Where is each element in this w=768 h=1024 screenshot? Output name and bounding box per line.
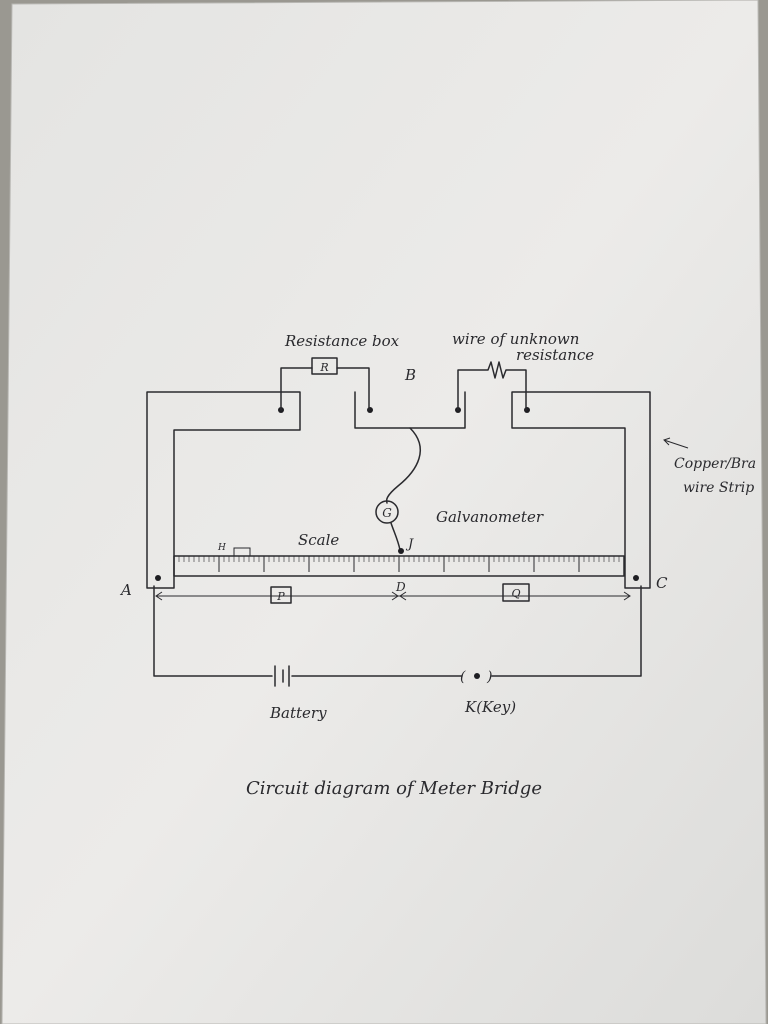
key-close-paren: ) [486, 669, 492, 685]
galvanometer-symbol [375, 500, 399, 524]
copper-strip-arrow [663, 437, 689, 449]
unknown-wire-label: wire of unknown [452, 330, 579, 348]
copper-strip-label: Copper/Bra [674, 456, 756, 472]
key-symbol [474, 673, 480, 679]
ratio-p-box [270, 586, 292, 604]
unknown-resistance-wire [457, 361, 527, 411]
ratio-p-label: P [276, 590, 285, 603]
resistance-box-wire [280, 367, 370, 411]
galvanometer-symbol-label: G [382, 506, 392, 520]
point-b-label: B [404, 366, 416, 384]
galvanometer-label: Galvanometer [436, 508, 544, 526]
ratio-q-label: Q [511, 587, 520, 600]
copper-strip-right [511, 391, 651, 589]
terminal-c [633, 575, 639, 581]
battery-label: Battery [269, 704, 327, 722]
copper-strip-label-2: wire Strip [683, 480, 754, 496]
arrow-d-right [399, 591, 407, 601]
terminal-a [155, 575, 161, 581]
terminal-2 [367, 407, 373, 413]
jockey-lead [390, 522, 401, 551]
battery-circuit [153, 585, 642, 677]
galvanometer-lead [385, 427, 421, 504]
ratio-q-box [502, 583, 530, 602]
scale-ticks [173, 556, 625, 572]
arrow-right-head [623, 591, 631, 601]
point-a-label: A [119, 581, 132, 599]
jockey-label: J [405, 537, 414, 552]
resistance-box-label: Resistance box [284, 332, 400, 350]
jockey-mark: H [217, 543, 226, 553]
copper-strip-outer [146, 391, 301, 589]
resistance-box-symbol: R [319, 361, 328, 374]
point-d-label: D [395, 580, 406, 594]
unknown-wire-label-2: resistance [516, 346, 594, 364]
resistance-box [311, 357, 338, 375]
jockey-holder [233, 547, 251, 556]
key-label: K(Key) [464, 698, 516, 716]
key-open-paren: ( [460, 669, 466, 685]
diagram-caption: Circuit diagram of Meter Bridge [246, 778, 542, 799]
jockey-contact [398, 548, 404, 554]
arrow-d-left [391, 591, 399, 601]
scale-label: Scale [298, 531, 339, 549]
terminal-4 [524, 407, 530, 413]
point-c-label: C [656, 574, 668, 592]
arrow-left-head [155, 591, 163, 601]
